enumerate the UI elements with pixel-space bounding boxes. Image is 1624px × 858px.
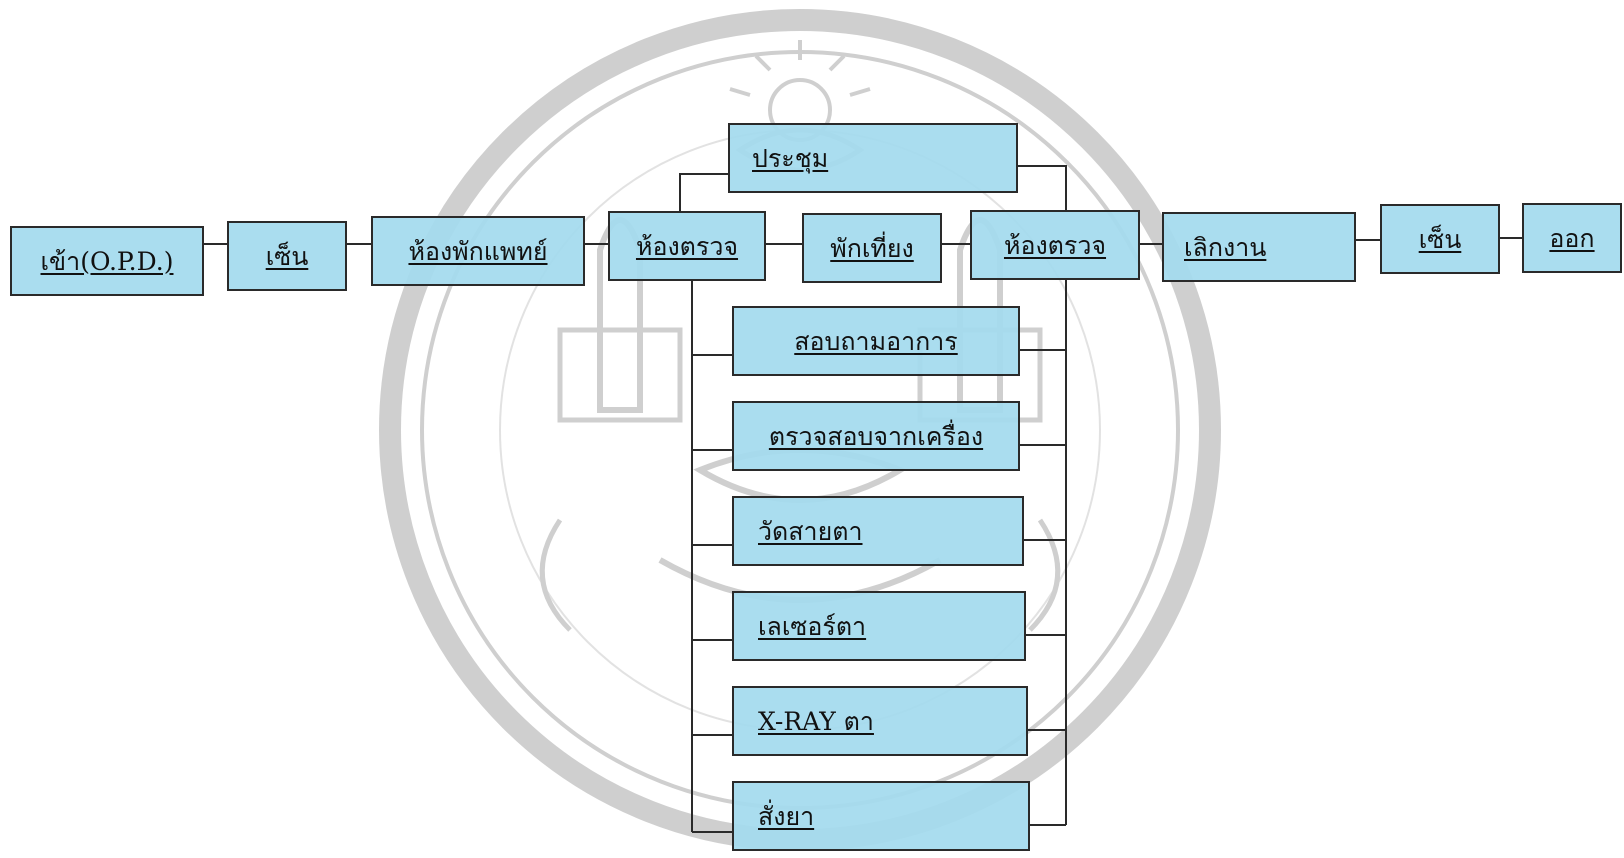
- node-ask-symptoms: สอบถามอาการ: [732, 306, 1020, 376]
- node-measure-eyesight-label: วัดสายตา: [758, 516, 863, 546]
- node-exit: ออก: [1522, 203, 1622, 273]
- node-prescribe: สั่งยา: [732, 781, 1030, 851]
- node-lunch-break: พักเที่ยง: [802, 213, 942, 283]
- node-doctor-lounge: ห้องพักแพทย์: [371, 216, 585, 286]
- node-exit-label: ออก: [1549, 223, 1595, 253]
- node-sign-out-label: เซ็น: [1418, 224, 1462, 254]
- node-meeting-label: ประชุม: [752, 143, 829, 173]
- connector-meeting-right: [1018, 165, 1067, 210]
- node-machine-check: ตรวจสอบจากเครื่อง: [732, 401, 1020, 471]
- node-xray-eye-label: X-RAY ตา: [758, 706, 874, 736]
- node-xray-eye: X-RAY ตา: [732, 686, 1028, 756]
- node-doctor-lounge-label: ห้องพักแพทย์: [408, 236, 548, 266]
- node-sign-in-label: เซ็น: [265, 241, 309, 271]
- node-sign-out: เซ็น: [1380, 204, 1500, 274]
- node-meeting: ประชุม: [728, 123, 1018, 193]
- node-entry-label: เข้า(O.P.D.): [40, 246, 174, 276]
- node-end-of-work-label: เลิกงาน: [1184, 232, 1267, 262]
- node-ask-symptoms-label: สอบถามอาการ: [794, 326, 958, 356]
- node-end-of-work: เลิกงาน: [1162, 212, 1356, 282]
- node-exam-room-2: ห้องตรวจ: [970, 210, 1140, 280]
- connector-meeting-left: [679, 173, 728, 211]
- node-measure-eyesight: วัดสายตา: [732, 496, 1024, 566]
- node-exam-room-1-label: ห้องตรวจ: [635, 231, 739, 261]
- node-laser-eye: เลเซอร์ตา: [732, 591, 1026, 661]
- node-machine-check-label: ตรวจสอบจากเครื่อง: [768, 421, 984, 451]
- node-exam-room-2-label: ห้องตรวจ: [1003, 230, 1107, 260]
- node-laser-eye-label: เลเซอร์ตา: [758, 611, 867, 641]
- node-lunch-break-label: พักเที่ยง: [830, 233, 914, 263]
- node-entry-opd: เข้า(O.P.D.): [10, 226, 204, 296]
- node-prescribe-label: สั่งยา: [758, 801, 815, 831]
- node-exam-room-1: ห้องตรวจ: [608, 211, 766, 281]
- node-sign-in: เซ็น: [227, 221, 347, 291]
